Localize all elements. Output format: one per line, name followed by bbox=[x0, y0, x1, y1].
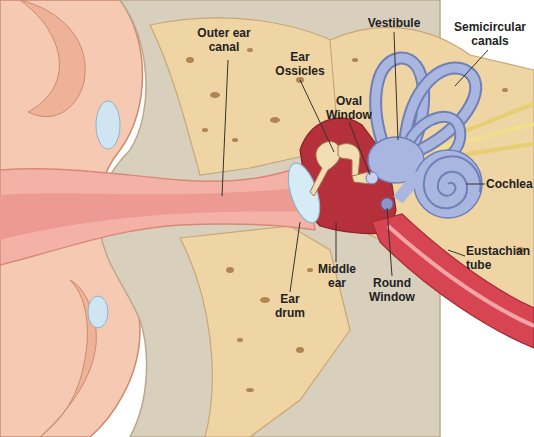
oval-window bbox=[366, 172, 378, 184]
leader-line bbox=[349, 122, 370, 175]
bone-pore bbox=[226, 267, 234, 273]
temporal-bone bbox=[180, 226, 350, 437]
pinna-fold bbox=[20, 0, 85, 117]
leader-line bbox=[448, 250, 465, 256]
part-label: Vestibule bbox=[360, 16, 428, 30]
bone-pore bbox=[352, 58, 358, 62]
part-label: Oval Window bbox=[322, 94, 376, 122]
bone-pore bbox=[502, 88, 508, 92]
ear-canal-core bbox=[0, 188, 304, 240]
leader-line bbox=[222, 60, 228, 196]
eardrum bbox=[282, 160, 326, 227]
cartilage bbox=[88, 296, 108, 328]
part-label: Round Window bbox=[363, 276, 421, 304]
lobe-fold bbox=[40, 280, 96, 437]
leader-line bbox=[336, 222, 337, 262]
bone-pore bbox=[186, 57, 194, 63]
part-label: Ear drum bbox=[268, 292, 312, 320]
leader-line bbox=[387, 208, 392, 276]
part-label: Outer ear canal bbox=[193, 26, 255, 54]
leader-line bbox=[466, 184, 485, 185]
leader-line bbox=[394, 32, 398, 140]
part-label: Cochlea bbox=[486, 177, 534, 191]
part-label: Semicircular canals bbox=[448, 20, 532, 48]
bone-pore bbox=[307, 268, 313, 272]
part-label: Eustachian tube bbox=[466, 244, 534, 272]
cochlea-spiral bbox=[424, 156, 481, 208]
part-label: Middle ear bbox=[311, 262, 363, 290]
leader-line bbox=[290, 222, 300, 292]
cochlea-duct bbox=[398, 176, 420, 200]
bone-pore bbox=[270, 117, 280, 123]
part-label: Ear Ossicles bbox=[272, 50, 328, 78]
incus bbox=[338, 144, 360, 176]
cartilage bbox=[96, 101, 120, 149]
bone-pore bbox=[232, 138, 238, 142]
bone-pore bbox=[260, 297, 270, 303]
leader-line bbox=[455, 50, 488, 86]
bone-pore bbox=[246, 388, 254, 392]
ear-canal bbox=[0, 165, 315, 265]
bone-pore bbox=[247, 48, 253, 52]
bone-pore bbox=[237, 338, 243, 342]
bone-pore bbox=[296, 347, 304, 353]
malleus bbox=[310, 141, 340, 196]
bone-pore bbox=[202, 128, 208, 132]
bone-pore bbox=[210, 92, 220, 98]
